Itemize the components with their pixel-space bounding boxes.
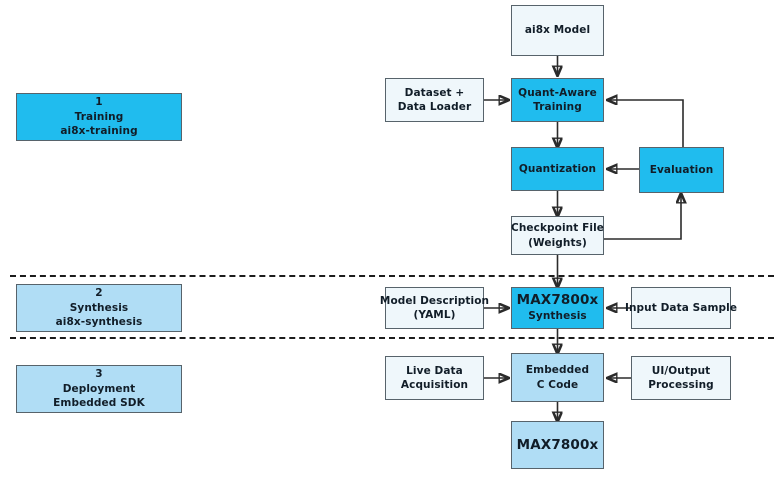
node-evaluation-line1: Evaluation <box>649 163 714 176</box>
node-dataset-data-loader[interactable]: Dataset + Data Loader <box>385 78 484 122</box>
node-max7800x-line1: MAX7800x <box>516 436 599 453</box>
node-checkpoint-line1: Checkpoint File <box>511 222 604 235</box>
node-qat-line1: Quant-Aware <box>518 86 597 99</box>
node-input-data-sample[interactable]: Input Data Sample <box>625 287 737 329</box>
node-livedata-line1: Live Data <box>406 364 463 377</box>
node-quantization[interactable]: Quantization <box>511 147 604 191</box>
legend-3-repo: Embedded SDK <box>53 397 145 410</box>
node-max7800x-synthesis[interactable]: MAX7800x Synthesis <box>511 287 604 329</box>
node-synthesis-line2: Synthesis <box>528 310 587 323</box>
node-checkpoint-file[interactable]: Checkpoint File (Weights) <box>511 216 604 255</box>
node-inputdata-line1: Input Data Sample <box>624 301 738 314</box>
node-dataset-line2: Data Loader <box>397 101 472 113</box>
node-ai8x-model[interactable]: ai8x Model <box>511 5 604 56</box>
legend-stage-3-deployment[interactable]: 3 Deployment Embedded SDK <box>16 365 182 413</box>
node-embeddedc-line2: C Code <box>536 378 579 391</box>
node-modeldesc-line1: Model Description <box>379 294 490 307</box>
legend-1-name: Training <box>74 110 124 123</box>
node-model-description[interactable]: Model Description (YAML) <box>380 287 489 329</box>
legend-stage-2-synthesis[interactable]: 2 Synthesis ai8x-synthesis <box>16 284 182 332</box>
legend-3-number: 3 <box>95 368 103 381</box>
node-ui-output-processing[interactable]: UI/Output Processing <box>631 356 731 400</box>
node-checkpoint-line2: (Weights) <box>528 236 587 249</box>
node-evaluation[interactable]: Evaluation <box>639 147 724 193</box>
node-dataset-line1: Dataset + <box>404 86 465 99</box>
node-live-data-acquisition[interactable]: Live Data Acquisition <box>385 356 484 400</box>
legend-2-number: 2 <box>95 287 103 300</box>
node-embedded-c-code[interactable]: Embedded C Code <box>511 353 604 402</box>
edge-evaluation-to-qat <box>608 100 684 147</box>
node-qat-line2: Training <box>533 101 582 113</box>
edge-checkpoint-to-evaluation <box>604 194 681 240</box>
node-synthesis-line1: MAX7800x <box>516 292 599 309</box>
node-ai8x-model-line1: ai8x Model <box>524 24 591 37</box>
node-embeddedc-line1: Embedded <box>525 364 590 377</box>
node-livedata-line2: Acquisition <box>400 379 469 391</box>
node-quantization-line1: Quantization <box>518 162 597 175</box>
legend-2-name: Synthesis <box>69 301 129 314</box>
node-max7800x-chip[interactable]: MAX7800x <box>511 421 604 469</box>
legend-2-repo: ai8x-synthesis <box>55 316 143 329</box>
node-uioutput-line1: UI/Output <box>651 364 711 377</box>
training-synthesis-divider <box>10 275 774 277</box>
legend-stage-1-training[interactable]: 1 Training ai8x-training <box>16 93 182 141</box>
synthesis-deployment-divider <box>10 337 774 339</box>
node-quant-aware-training[interactable]: Quant-Aware Training <box>511 78 604 122</box>
legend-1-repo: ai8x-training <box>60 125 138 138</box>
legend-3-name: Deployment <box>62 382 136 395</box>
node-uioutput-line2: Processing <box>648 379 714 391</box>
legend-1-number: 1 <box>95 96 103 109</box>
node-modeldesc-line2: (YAML) <box>413 309 456 321</box>
